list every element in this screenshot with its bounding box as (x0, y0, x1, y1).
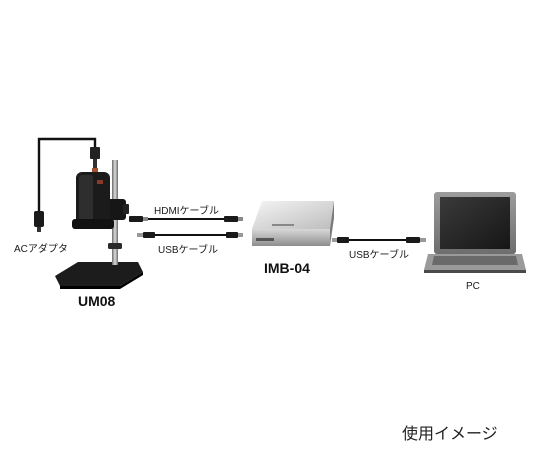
ac-adapter (34, 137, 97, 232)
pc-label: PC (466, 281, 480, 292)
imb04-box (252, 201, 334, 246)
pc-laptop (424, 192, 526, 273)
um08-microscope (55, 147, 143, 289)
ac-adapter-label: ACアダプタ (14, 244, 68, 255)
usage-image-caption: 使用イメージ (402, 424, 498, 443)
um08-label: UM08 (78, 293, 116, 309)
imb04-label: IMB-04 (264, 260, 310, 276)
usb-cable-1-label: USBケーブル (158, 245, 218, 256)
hdmi-cable-label: HDMIケーブル (154, 206, 219, 217)
hdmi-cable (129, 216, 243, 222)
usb-cable-1 (137, 232, 243, 238)
usb-cable-2 (332, 237, 426, 243)
usb-cable-2-label: USBケーブル (349, 250, 409, 261)
